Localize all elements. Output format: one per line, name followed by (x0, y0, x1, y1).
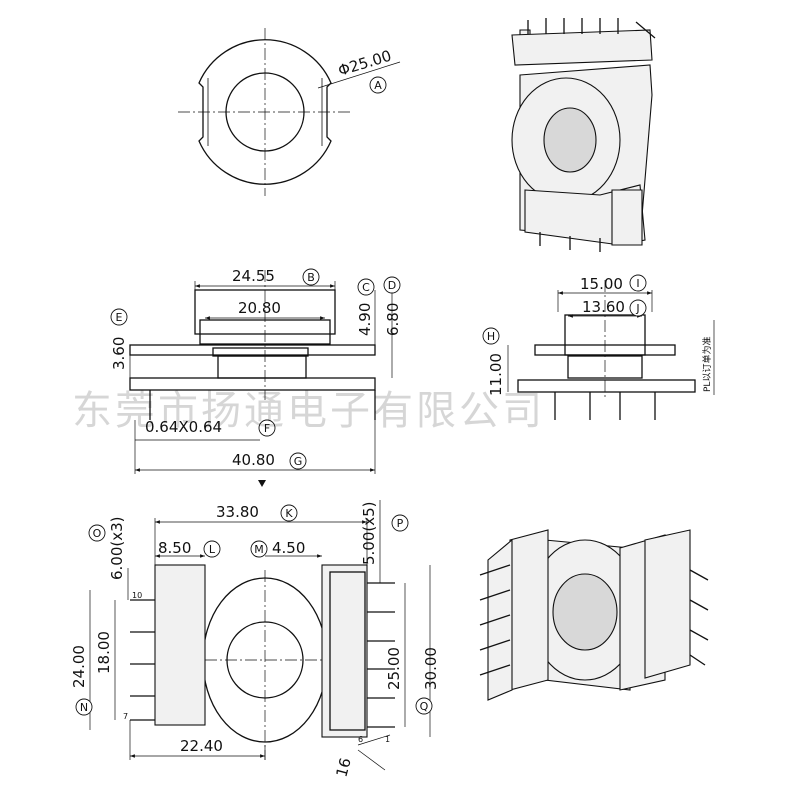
svg-text:A: A (374, 79, 382, 92)
svg-text:G: G (294, 455, 303, 468)
tag-f: F (258, 419, 276, 437)
tag-b: B (302, 268, 320, 286)
svg-text:M: M (254, 543, 264, 556)
tag-d: D (383, 276, 401, 294)
dim-pin-gap-text: 16 (332, 756, 354, 779)
dim-o-text: 6.00(x3) (108, 516, 126, 580)
dim-k-text: 33.80 (216, 503, 259, 521)
iso-view-top (511, 18, 656, 252)
svg-text:D: D (388, 279, 396, 292)
tag-i: I (629, 274, 647, 292)
svg-text:N: N (80, 701, 88, 714)
svg-text:H: H (487, 330, 495, 343)
svg-text:C: C (362, 281, 370, 294)
tag-k: K (280, 504, 298, 522)
tag-g: G (289, 452, 307, 470)
svg-text:F: F (264, 422, 270, 435)
tag-l: L (203, 540, 221, 558)
dim-i-text: 15.00 (580, 275, 623, 293)
front-view: 24.55 B 20.80 4.90 C 6.80 D 3.60 E 0.64X… (110, 267, 402, 487)
dim-bottom-text: 22.40 (180, 737, 223, 755)
dim-c-text: 4.90 (356, 303, 374, 336)
pl-note: PL以订单为准 (701, 337, 713, 392)
tag-c: C (357, 278, 375, 296)
tag-m: M (250, 540, 268, 558)
bottom-view: 10 7 6 1 33.80 K 8.50 L 4.50 M 24.00 N 1… (70, 500, 440, 779)
tag-a: A (369, 76, 387, 94)
tag-n: N (75, 698, 93, 716)
dim-j-text: 13.60 (582, 298, 625, 316)
pin-7-label: 7 (123, 712, 128, 721)
tag-o: O (88, 524, 106, 542)
svg-text:O: O (93, 527, 102, 540)
tag-j: J (629, 299, 647, 317)
tag-h: H (482, 327, 500, 345)
dim-a-text: Φ25.00 (336, 47, 394, 80)
svg-text:E: E (116, 311, 123, 324)
dim-e-text: 3.60 (110, 337, 128, 370)
svg-text:K: K (285, 507, 293, 520)
tag-q: Q (415, 697, 433, 715)
svg-text:P: P (397, 517, 404, 530)
iso-view-bottom (479, 529, 709, 701)
top-view: Φ25.00 A (178, 28, 401, 196)
svg-text:J: J (635, 302, 639, 315)
dim-m-text: 4.50 (272, 539, 305, 557)
dim-q-text: 30.00 (422, 647, 440, 690)
svg-text:B: B (307, 271, 315, 284)
pin-1-label: 1 (385, 735, 390, 744)
svg-text:L: L (209, 543, 216, 556)
dim-d-text: 6.80 (384, 303, 402, 336)
dim-q-inner-text: 25.00 (385, 647, 403, 690)
dim-b-inner-text: 20.80 (238, 299, 281, 317)
dim-n-inner-text: 18.00 (95, 631, 113, 674)
pin-10-label: 10 (132, 591, 142, 600)
side-view: 15.00 I 13.60 J 11.00 H PL以订单为准 (482, 274, 715, 420)
dim-n-text: 24.00 (70, 645, 88, 688)
dim-g-text: 40.80 (232, 451, 275, 469)
dim-p-text: 5.00(x5) (360, 501, 378, 565)
dim-b-text: 24.55 (232, 267, 275, 285)
svg-text:I: I (636, 277, 639, 290)
dim-h-text: 11.00 (487, 353, 505, 396)
tag-p: P (391, 514, 409, 532)
watermark-text: 东莞市扬通电子有限公司 (72, 388, 545, 434)
svg-text:Q: Q (420, 700, 429, 713)
dim-l-text: 8.50 (158, 539, 191, 557)
dim-f-text: 0.64X0.64 (145, 418, 222, 436)
tag-e: E (110, 308, 128, 326)
pin-6-label: 6 (358, 735, 363, 744)
